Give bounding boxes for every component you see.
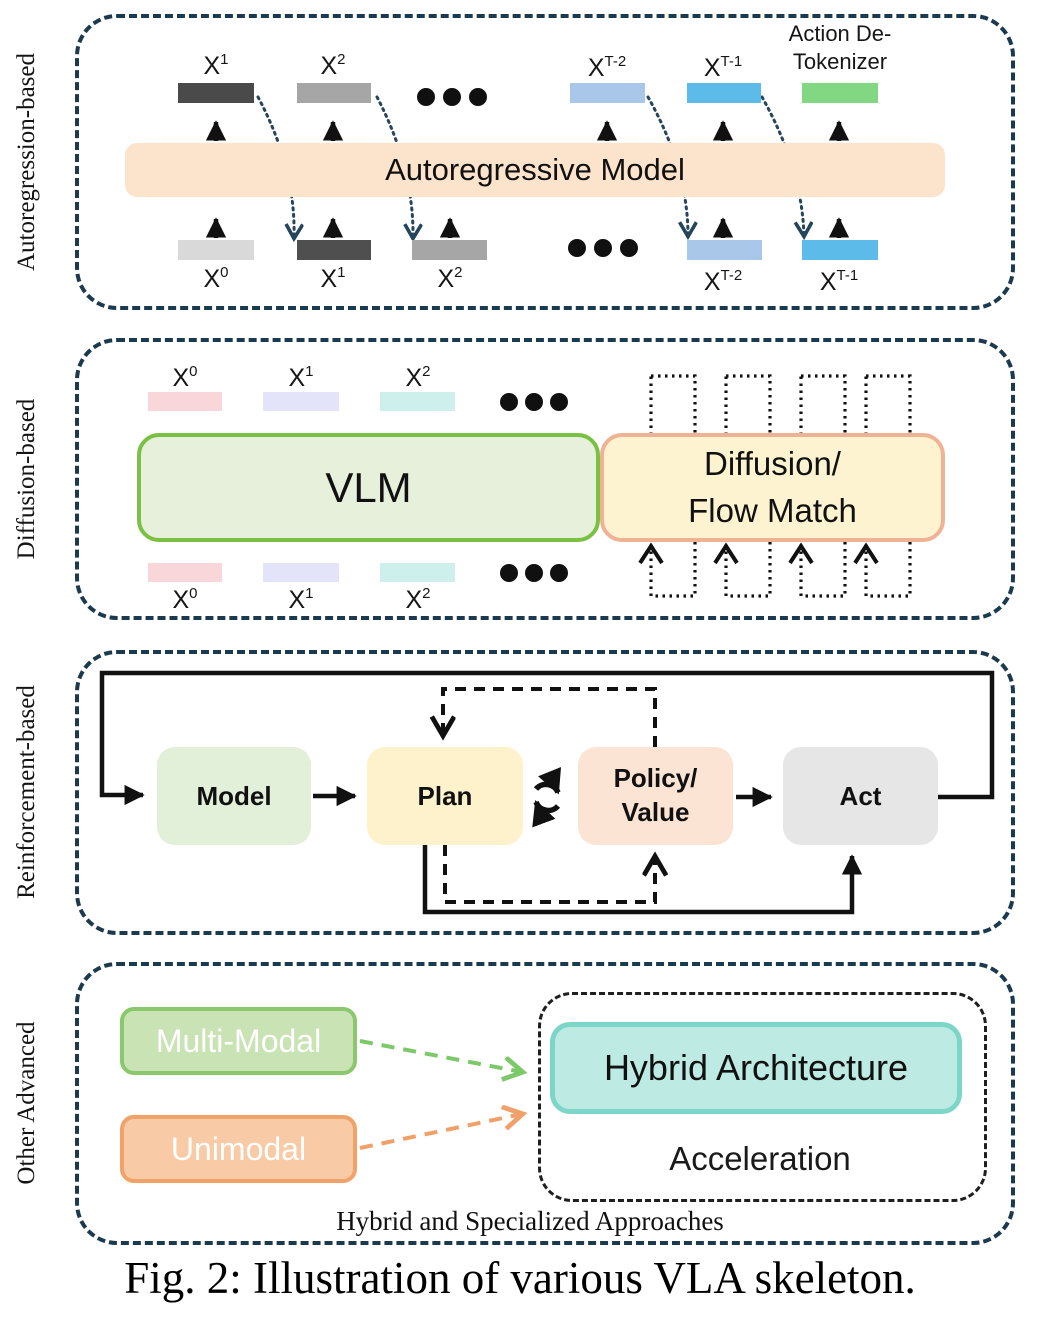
ellipsis-dots — [500, 564, 568, 582]
ellipsis-dots — [417, 88, 487, 106]
ar-input-arrows — [205, 217, 850, 238]
panel-reinforcement — [75, 650, 1015, 935]
panel-other-advanced — [75, 962, 1015, 1245]
ar-input-token-bar — [297, 240, 371, 260]
acceleration-label: Acceleration — [669, 1140, 851, 1177]
diffusion-flow-match-box: Diffusion/ Flow Match — [600, 433, 945, 542]
ar-output-token-bar — [687, 83, 761, 103]
diff-bottom-token-bar — [263, 563, 339, 582]
action-detokenizer-label: Action De-Tokenizer — [788, 21, 892, 74]
diffusion-flow-match-label: Diffusion/ Flow Match — [688, 445, 857, 529]
diff-top-token-bar — [148, 392, 222, 411]
hybrid-group-container — [538, 992, 987, 1202]
rl-arrow-plan-act — [422, 845, 863, 915]
ar-output-token-bar — [570, 83, 645, 103]
rl-dashed-plan-to-policy — [443, 845, 655, 904]
diffusion-loop-arrowheads — [638, 542, 879, 565]
rl-act-box: Act — [783, 747, 938, 845]
ar-input-token-bar — [178, 240, 254, 260]
rl-dashed-policy-to-plan — [443, 687, 657, 747]
diff-bottom-token-bar — [148, 563, 222, 582]
side-label-diffusion: Diffusion-based — [13, 398, 40, 560]
ellipsis-dots — [500, 393, 568, 411]
action-detokenizer-bar — [802, 83, 878, 103]
diff-top-token-bar — [263, 392, 339, 411]
ar-output-arrows — [205, 120, 850, 141]
unimodal-box: Unimodal — [120, 1115, 357, 1183]
side-label-other-advanced: Other Advanced — [13, 1021, 40, 1185]
side-label-autoregression: Autoregression-based — [13, 53, 40, 271]
figure-caption: Fig. 2: Illustration of various VLA skel… — [124, 1253, 916, 1303]
panel-autoregression — [75, 14, 1015, 310]
side-label-reinforcement: Reinforcement-based — [13, 685, 40, 899]
hybrid-group-caption: Hybrid and Specialized Approaches — [336, 1206, 724, 1236]
hybrid-architecture-box: Hybrid Architecture — [550, 1022, 962, 1114]
diff-bottom-token-bar — [380, 563, 455, 582]
vlm-box: VLM — [137, 433, 600, 542]
ar-output-token-bar — [178, 83, 254, 103]
multimodal-arrow — [359, 1039, 522, 1072]
refresh-icon — [532, 766, 561, 828]
vlm-label: VLM — [325, 463, 412, 511]
autoregressive-model-label: Autoregressive Model — [385, 152, 685, 187]
rl-policy-value-box: Policy/ Value — [578, 747, 733, 845]
multimodal-box: Multi-Modal — [120, 1007, 357, 1075]
panel-diffusion — [75, 338, 1015, 620]
ellipsis-dots — [568, 239, 638, 257]
rl-outer-loop — [99, 670, 995, 806]
ar-output-token-bar — [297, 83, 371, 103]
autoregressive-model-box: Autoregressive Model — [125, 143, 945, 197]
unimodal-arrow — [359, 1114, 522, 1150]
diff-top-token-bar — [380, 392, 455, 411]
ar-input-token-bar — [802, 240, 878, 260]
ar-input-token-bar — [687, 240, 762, 260]
rl-plan-box: Plan — [367, 747, 523, 845]
ar-input-token-bar — [412, 240, 487, 260]
rl-model-box: Model — [157, 747, 311, 845]
